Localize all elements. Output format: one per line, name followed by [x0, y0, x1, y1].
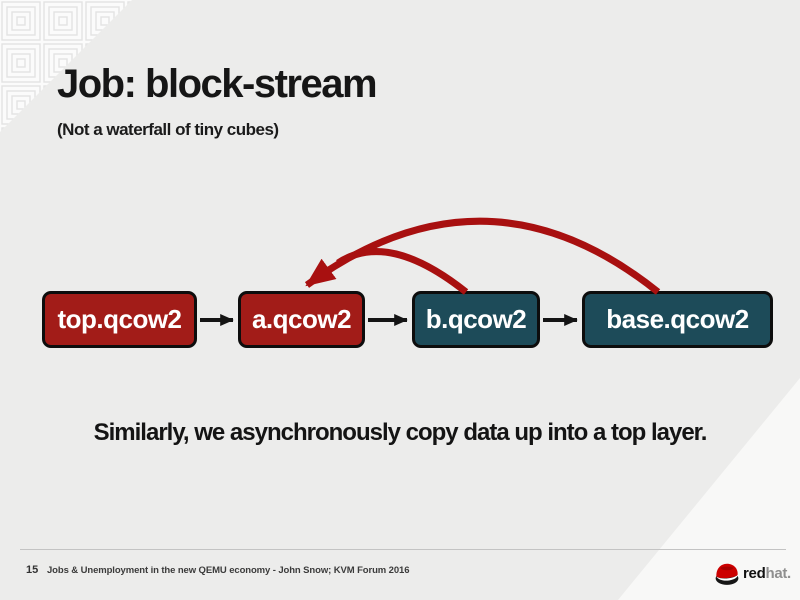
node-top-qcow2: top.qcow2: [42, 291, 197, 348]
page-subtitle: (Not a waterfall of tiny cubes): [57, 120, 279, 139]
redhat-fedora-icon: [715, 563, 739, 585]
page-title: Job: block-stream: [57, 62, 378, 106]
curved-arrow-base-to-a: [304, 217, 661, 295]
footer-page-number: 15: [26, 564, 39, 576]
curved-arrow-b-to-a: [336, 248, 469, 295]
corner-pattern-decoration: [0, 0, 132, 132]
node-label: b.qcow2: [425, 304, 527, 334]
footer-divider: [20, 549, 786, 550]
node-a-qcow2: a.qcow2: [238, 291, 365, 348]
node-label: base.qcow2: [606, 304, 749, 334]
node-base-qcow2: base.qcow2: [582, 291, 773, 348]
node-b-qcow2: b.qcow2: [412, 291, 540, 348]
footer-text: Jobs & Unemployment in the new QEMU econ…: [47, 565, 410, 576]
redhat-logo: redhat.: [714, 561, 791, 586]
node-label: top.qcow2: [57, 304, 182, 334]
caption-text: Similarly, we asynchronously copy data u…: [93, 419, 708, 446]
redhat-wordmark: redhat.: [743, 565, 791, 582]
node-label: a.qcow2: [251, 304, 352, 334]
